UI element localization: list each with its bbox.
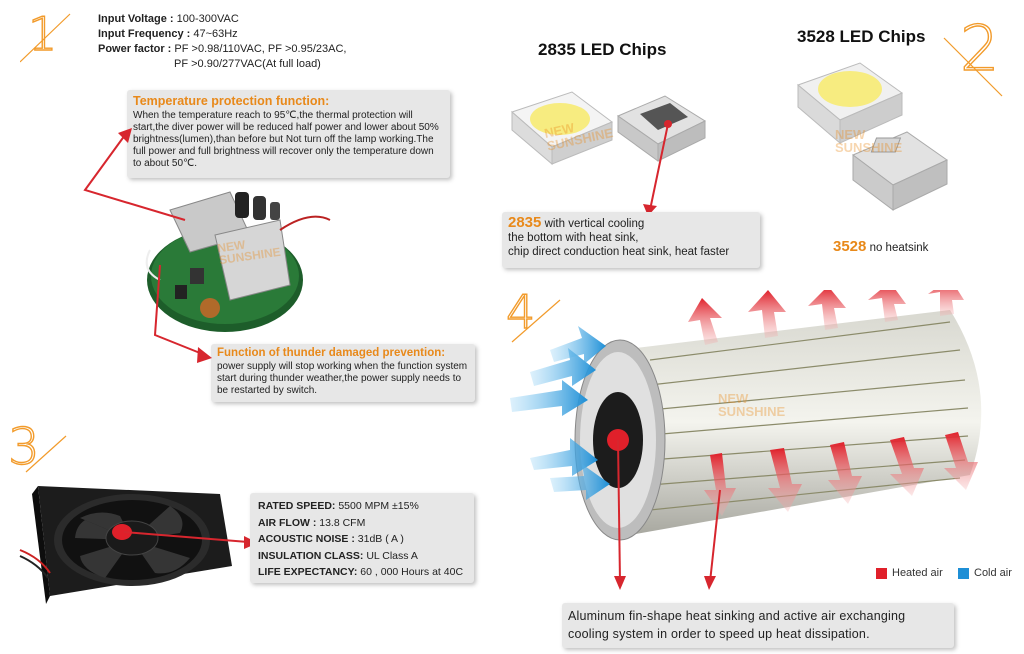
section-number-2: 2 bbox=[940, 8, 1015, 100]
spec-row: PF >0.90/277VAC(At full load) bbox=[174, 58, 321, 70]
connector-arrows-driver bbox=[83, 128, 212, 363]
fan-spec-row: ACOUSTIC NOISE : 31dB ( A ) bbox=[258, 533, 404, 545]
chip-2835-note-line: chip direct conduction heat sink, heat f… bbox=[508, 246, 730, 258]
cooling-caption-line: Aluminum fin-shape heat sinking and acti… bbox=[568, 609, 906, 623]
chip-2835-front-image bbox=[511, 91, 613, 166]
legend-cold-air: Cold air bbox=[958, 567, 1012, 579]
led-corn-lamp-image bbox=[510, 290, 982, 590]
chip-3528-front-image bbox=[797, 62, 904, 145]
chip-3528-note: 3528 no heatsink bbox=[833, 238, 928, 255]
chip-2835-arrow bbox=[643, 120, 672, 216]
fan-spec-row: AIR FLOW : 13.8 CFM bbox=[258, 516, 366, 529]
fan-spec-arrow bbox=[112, 524, 258, 549]
svg-text:3: 3 bbox=[8, 418, 40, 476]
fan-spec-row: LIFE EXPECTANCY: 60 , 000 Hours at 40C bbox=[258, 566, 464, 578]
temperature-protection-text: When the temperature reach to 95℃,the th… bbox=[133, 110, 439, 169]
power-input-specs: Input Voltage : 100-300VAC Input Frequen… bbox=[98, 12, 346, 72]
section-number-3: 3 bbox=[4, 414, 69, 476]
chip-2835-note-line: the bottom with heat sink, bbox=[508, 232, 639, 244]
cooling-system-caption-box: Aluminum fin-shape heat sinking and acti… bbox=[562, 603, 954, 648]
spec-row: Power factor : PF >0.98/110VAC, PF >0.95… bbox=[98, 43, 347, 55]
thunder-protection-text: power supply will stop working when the … bbox=[217, 361, 468, 396]
fan-spec-row: INSULATION CLASS: UL Class A bbox=[258, 549, 418, 562]
cold-air-swatch bbox=[958, 567, 969, 579]
cooling-caption-line: cooling system in order to speed up heat… bbox=[568, 627, 870, 641]
temperature-protection-box: Temperature protection function: When th… bbox=[127, 90, 450, 178]
temperature-protection-title: Temperature protection function: bbox=[133, 94, 330, 108]
legend-cold-label: Cold air bbox=[974, 567, 1012, 579]
cooling-fan-image bbox=[19, 486, 232, 604]
chip-2835-title: 2835 LED Chips bbox=[538, 40, 667, 59]
chip-2835-note-box: 2835 with vertical cooling the bottom wi… bbox=[502, 212, 760, 268]
chip-2835-note-line: with vertical cooling bbox=[541, 218, 645, 230]
fan-spec-box: RATED SPEED: 5500 MPM ±15% AIR FLOW : 13… bbox=[250, 493, 474, 583]
chip-3528-title: 3528 LED Chips bbox=[797, 27, 926, 46]
thunder-protection-title: Function of thunder damaged prevention: bbox=[217, 347, 446, 359]
chip-3528-back-image bbox=[852, 131, 948, 211]
spec-row: Input Frequency : 47~63Hz bbox=[98, 28, 238, 40]
chip-2835-back-image bbox=[616, 95, 707, 162]
section-number-4: 4 bbox=[502, 282, 564, 344]
chip-3528-note-number: 3528 bbox=[833, 238, 867, 255]
power-supply-driver-image bbox=[145, 191, 331, 332]
chip-2835-note-number: 2835 bbox=[508, 214, 542, 231]
svg-text:4: 4 bbox=[506, 285, 535, 339]
legend-heated-air: Heated air bbox=[876, 567, 943, 579]
svg-text:1: 1 bbox=[28, 7, 57, 61]
legend-heated-label: Heated air bbox=[892, 567, 943, 579]
chip-3528-note-text: no heatsink bbox=[866, 242, 929, 254]
spec-row: Input Voltage : 100-300VAC bbox=[98, 13, 239, 25]
thunder-protection-box: Function of thunder damaged prevention: … bbox=[211, 344, 475, 402]
fan-spec-row: RATED SPEED: 5500 MPM ±15% bbox=[258, 500, 419, 512]
heated-air-swatch bbox=[876, 567, 887, 579]
section-number-1: 1 bbox=[20, 4, 80, 64]
